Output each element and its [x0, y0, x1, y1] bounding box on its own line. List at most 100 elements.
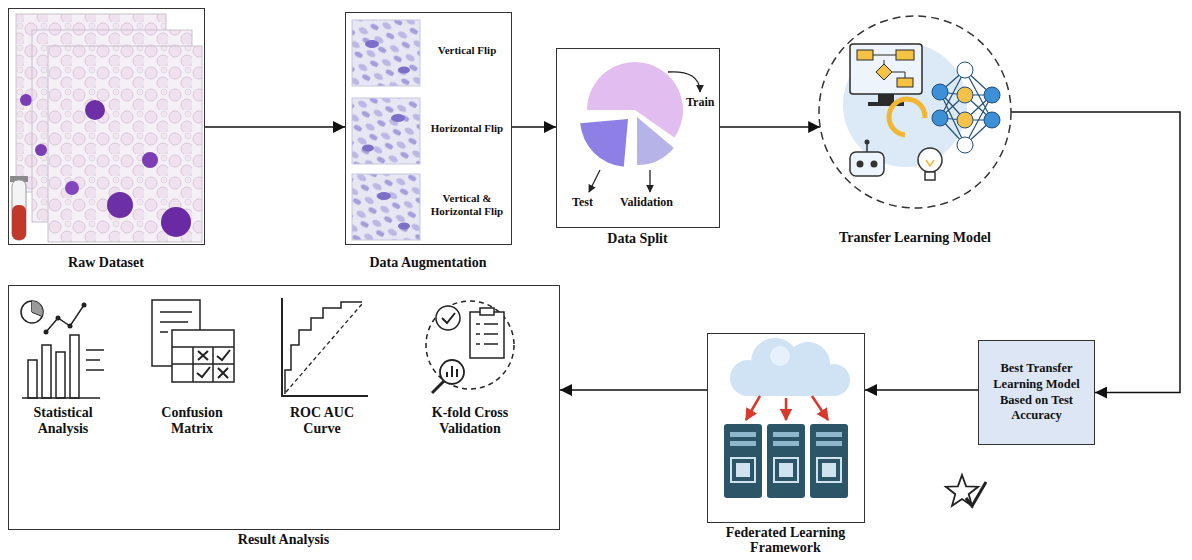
- transfer-learning-icon: [932, 84, 948, 100]
- blood-smear-images: [85, 100, 105, 120]
- dashed-circle-outline: [817, 14, 1013, 210]
- cloud-and-servers: [817, 458, 841, 482]
- statistics-icon: [44, 330, 49, 335]
- confusion-matrix-icon: [198, 351, 208, 360]
- flow-arrow: [720, 126, 820, 128]
- split-pie: [580, 62, 700, 192]
- transfer-learning-icon: [984, 112, 1000, 128]
- augmented-thumbnails: [352, 20, 420, 86]
- transfer-learning-icon: [873, 55, 905, 78]
- best-model-box: Best Transfer Learning Model Based on Te…: [978, 340, 1095, 445]
- transfer-learning-icon: [843, 43, 967, 167]
- k-fold-icon: [442, 313, 455, 323]
- cloud-and-servers: [785, 398, 788, 420]
- augmented-thumbnails: [365, 40, 379, 48]
- split-pie: [589, 170, 600, 192]
- statistics-icon: [32, 301, 43, 316]
- split-pie: [649, 170, 650, 192]
- analysis-label: Confusion Matrix: [142, 405, 242, 437]
- confusion-matrix-icon: [172, 330, 234, 382]
- split-label: Validation: [620, 196, 690, 210]
- cloud-and-servers: [816, 432, 842, 437]
- flow-arrow: [512, 126, 556, 128]
- cloud-and-servers: [773, 441, 799, 446]
- node-text-box: Raw Dataset: [6, 255, 206, 270]
- confusion-matrix-icon: [217, 350, 230, 360]
- confusion-matrix-icon: [152, 300, 234, 382]
- transfer-learning-icon: [940, 70, 992, 145]
- cloud-and-servers: [816, 441, 842, 446]
- k-fold-icon: [476, 324, 498, 344]
- transfer-learning-circle: Transfer Learning Model: [817, 14, 1013, 210]
- transfer-learning-icon: [957, 137, 973, 153]
- analysis-label: Statistical Analysis: [13, 405, 113, 437]
- analysis-label: ROC AUC Curve: [272, 405, 372, 437]
- k-fold-icon: [440, 360, 464, 384]
- confusion-matrix-icon: [197, 367, 210, 377]
- cloud-and-servers: [822, 463, 836, 477]
- transfer-learning-icon: [926, 160, 934, 166]
- transfer-learning-icon: [878, 94, 894, 102]
- blood-smear-images: [12, 205, 26, 240]
- blood-smear-images: [107, 192, 133, 218]
- k-fold-icon: [432, 381, 444, 393]
- panel-heading: Transfer Learning Model: [795, 230, 1035, 245]
- dashed-circle-outline: [819, 16, 1011, 208]
- transfer-learning-icon: [865, 140, 870, 145]
- transfer-learning-icon: [957, 62, 973, 78]
- statistics-icon: [56, 316, 61, 321]
- cloud-and-servers: [812, 396, 828, 420]
- transfer-learning-icon: [918, 148, 942, 172]
- panel-heading: Federated Learning Framework: [696, 525, 876, 556]
- panel-heading: Result Analysis: [134, 532, 434, 547]
- node-text-box: Data Split: [556, 231, 720, 246]
- cloud-and-servers: [774, 458, 798, 482]
- statistics-icon: [21, 301, 104, 398]
- cloud-and-servers: [746, 396, 760, 420]
- cloud-and-servers: [770, 346, 790, 366]
- roc-curve-icon: [285, 302, 362, 394]
- transfer-learning-icon: [876, 64, 892, 80]
- star-badge: [946, 475, 986, 506]
- statistics-icon: [46, 305, 84, 332]
- transfer-learning-icon: [957, 112, 973, 128]
- blood-smear-images: [35, 144, 47, 156]
- cloud-and-servers: [736, 463, 750, 477]
- cloud-and-servers: [740, 376, 838, 396]
- transfer-learning-icon: [857, 50, 873, 60]
- flow-arrow: [205, 126, 345, 128]
- k-fold-icon: [426, 301, 514, 393]
- cloud-and-servers: [767, 424, 805, 498]
- panel-heading: Raw Dataset: [6, 255, 206, 270]
- k-fold-icon: [436, 306, 460, 330]
- node-text-box: Result Analysis: [134, 532, 434, 547]
- roc-curve-icon: [282, 298, 368, 396]
- augmented-thumbnails: [352, 20, 420, 240]
- cloud-and-servers: [724, 424, 762, 498]
- split-label: Train: [686, 96, 720, 110]
- blood-smear-images: [12, 180, 26, 240]
- panel-heading: Data Augmentation: [328, 255, 528, 270]
- statistics-icon: [21, 301, 43, 323]
- node-text-box: Data Augmentation: [328, 255, 528, 270]
- transfer-learning-icon: [925, 172, 935, 180]
- transfer-learning-icon: [896, 50, 914, 60]
- confusion-matrix-icon: [218, 368, 228, 378]
- split-pie: [668, 72, 700, 92]
- statistics-icon: [28, 360, 37, 398]
- node-text-box: Best Transfer Learning Model Based on Te…: [979, 341, 1094, 444]
- statistics-icon: [68, 324, 73, 329]
- split-label: Test: [572, 196, 608, 210]
- statistics-icon: [22, 350, 104, 398]
- cloud-and-servers: [730, 432, 756, 437]
- star-badge: [966, 482, 986, 506]
- transfer-learning-icon: [850, 152, 884, 176]
- flow-arrow: [560, 389, 707, 391]
- node-text-box: Federated Learning Framework: [696, 525, 876, 556]
- confusion-matrix-icon: [172, 347, 234, 382]
- cloud-and-servers: [724, 338, 850, 498]
